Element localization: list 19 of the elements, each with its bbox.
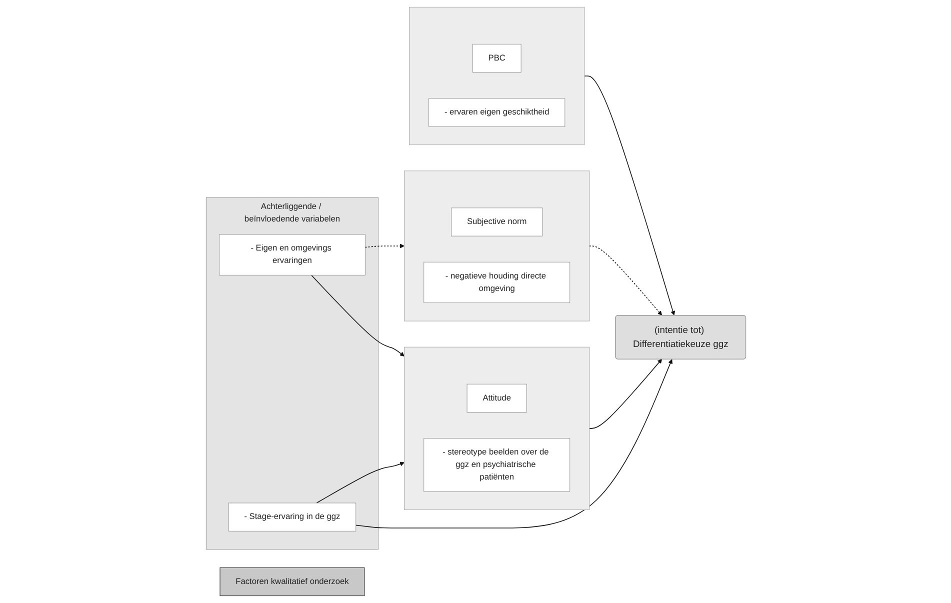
- arrow: [310, 274, 404, 356]
- cluster: [404, 346, 590, 510]
- node-box: Attitude: [466, 384, 526, 413]
- arrow: [354, 359, 672, 528]
- node-box: - stereotype beelden over de ggz en psychiatrische patiënten: [423, 438, 570, 492]
- node-box: - ervaren eigen geschiktheid: [428, 98, 565, 127]
- cluster: [408, 6, 584, 146]
- arrow: [364, 244, 404, 248]
- arrow: [588, 358, 662, 429]
- node-box: - negatieve houding directe omgeving: [423, 262, 570, 304]
- arrow: [588, 246, 662, 316]
- arrow: [584, 76, 675, 316]
- node-box: Factoren kwalitatief onderzoek: [219, 567, 364, 596]
- node-box: - Stage-ervaring in de ggz: [228, 502, 356, 532]
- arrow: [316, 462, 404, 504]
- cluster: [404, 170, 590, 322]
- node-box: PBC: [472, 44, 521, 73]
- node-box: - Eigen en omgevings ervaringen: [218, 234, 365, 276]
- node-box: Subjective norm: [450, 208, 542, 236]
